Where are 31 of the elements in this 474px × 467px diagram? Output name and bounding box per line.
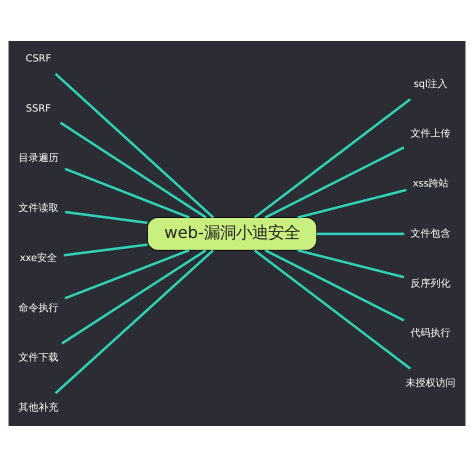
node-text: 文件上传 [410, 128, 451, 140]
connector [64, 210, 148, 224]
connector [297, 249, 404, 278]
node-text: xxe安全 [20, 252, 58, 264]
node-box: web-漏洞小迪安全 [147, 217, 318, 251]
connector [264, 146, 404, 219]
node-text: SSRF [26, 103, 51, 114]
connector [54, 250, 214, 394]
node-text: 反序列化 [410, 278, 451, 290]
connector [64, 168, 190, 219]
node-text: 命令执行 [18, 302, 58, 314]
node-text: sql注入 [414, 78, 448, 90]
connector [61, 249, 206, 344]
node-text: 文件读取 [18, 203, 58, 214]
connector [254, 250, 412, 370]
connector [54, 73, 214, 218]
connector [297, 188, 407, 219]
node-text: 其他补充 [18, 402, 58, 414]
connector [64, 249, 190, 300]
node-text: xss跨站 [412, 178, 449, 190]
node-text: 目录遍历 [18, 153, 58, 164]
node-text: 代码执行 [410, 328, 451, 340]
node-text: 文件下载 [18, 352, 58, 364]
node-text: 未授权访问 [406, 378, 456, 390]
connector [254, 98, 412, 218]
connector [316, 232, 404, 236]
node-text: 文件包含 [410, 228, 451, 240]
connector [64, 243, 148, 256]
connector [264, 249, 404, 322]
connector [60, 122, 207, 218]
node-text: CSRF [26, 54, 52, 65]
